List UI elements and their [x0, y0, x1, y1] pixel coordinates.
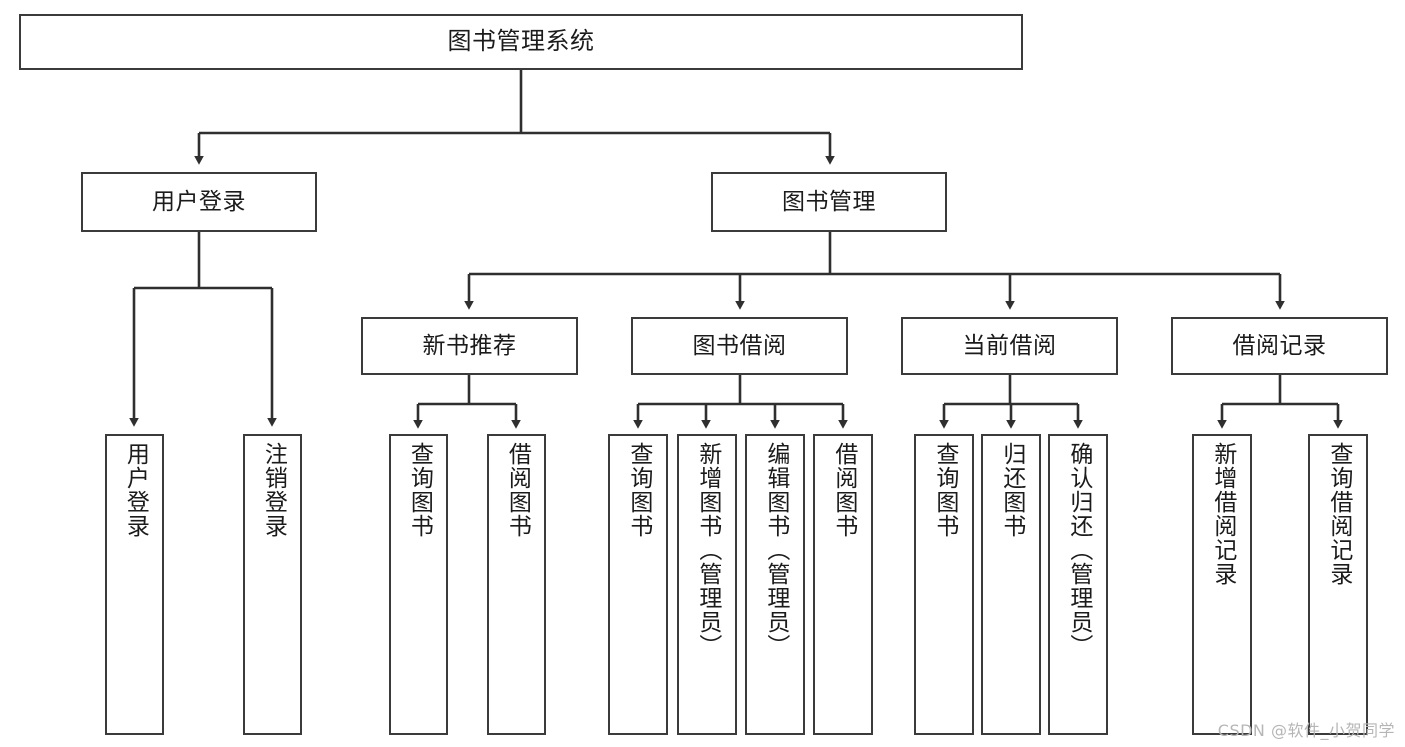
node-label: 图书管理系统 [447, 27, 595, 56]
node-leaf-query-record[interactable]: 查询借阅记录 [1308, 434, 1368, 735]
node-leaf-edit-book[interactable]: 编辑图书（管理员） [745, 434, 805, 735]
node-label: 新书推荐 [422, 332, 517, 359]
node-label: 用户登录 [152, 188, 246, 215]
node-leaf-query-book-2[interactable]: 查询图书 [608, 434, 668, 735]
node-label: 新增借阅记录 [1209, 442, 1236, 586]
node-label: 查询借阅记录 [1325, 442, 1352, 586]
node-label: 借阅记录 [1232, 332, 1327, 359]
node-leaf-borrow-book-1[interactable]: 借阅图书 [487, 434, 546, 735]
node-user-login[interactable]: 用户登录 [81, 172, 317, 232]
node-leaf-borrow-book-2[interactable]: 借阅图书 [813, 434, 873, 735]
node-book-manage[interactable]: 图书管理 [711, 172, 947, 232]
node-leaf-query-book-1[interactable]: 查询图书 [389, 434, 448, 735]
node-leaf-query-book-3[interactable]: 查询图书 [914, 434, 974, 735]
node-label: 用户登录 [122, 442, 149, 538]
node-borrow-record[interactable]: 借阅记录 [1171, 317, 1388, 375]
node-label: 注销登录 [260, 442, 287, 538]
node-leaf-user-login[interactable]: 用户登录 [105, 434, 164, 735]
node-leaf-add-record[interactable]: 新增借阅记录 [1192, 434, 1252, 735]
node-label: 当前借阅 [962, 332, 1057, 359]
node-book-borrow[interactable]: 图书借阅 [631, 317, 848, 375]
node-label: 查询图书 [406, 442, 433, 538]
node-current-borrow[interactable]: 当前借阅 [901, 317, 1118, 375]
node-new-book-recommend[interactable]: 新书推荐 [361, 317, 578, 375]
csdn-watermark: CSDN @软件_小贺同学 [1217, 721, 1395, 740]
node-label: 借阅图书 [830, 442, 857, 538]
node-label: 借阅图书 [504, 442, 531, 538]
node-root-book-management-system[interactable]: 图书管理系统 [19, 14, 1023, 70]
node-leaf-return-book[interactable]: 归还图书 [981, 434, 1041, 735]
node-label: 图书管理 [782, 188, 876, 215]
node-label: 查询图书 [625, 442, 652, 538]
node-label: 查询图书 [931, 442, 958, 538]
node-label: 编辑图书（管理员） [762, 442, 789, 658]
node-label: 确认归还（管理员） [1065, 442, 1092, 658]
node-leaf-confirm-return[interactable]: 确认归还（管理员） [1048, 434, 1108, 735]
node-label: 归还图书 [998, 442, 1025, 538]
node-leaf-add-book[interactable]: 新增图书（管理员） [677, 434, 737, 735]
node-leaf-user-logout[interactable]: 注销登录 [243, 434, 302, 735]
node-label: 新增图书（管理员） [694, 442, 721, 658]
node-label: 图书借阅 [692, 332, 787, 359]
